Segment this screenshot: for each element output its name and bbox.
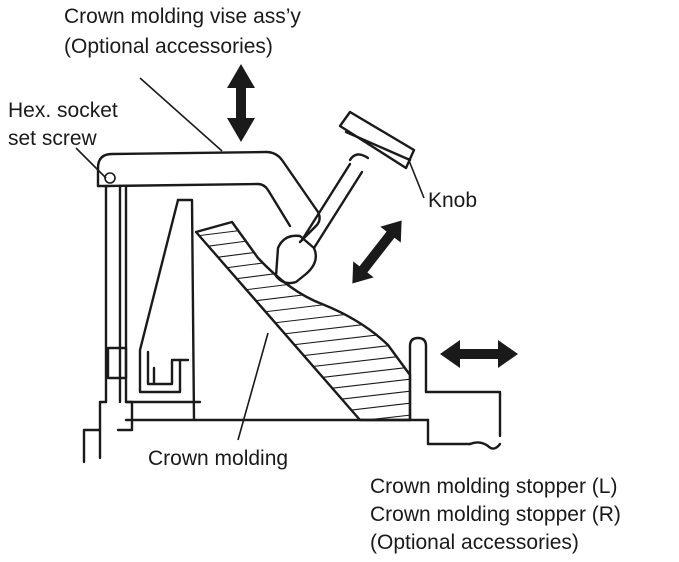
crown-molding-leader-line — [237, 332, 269, 441]
horizontal-double-arrow-icon — [440, 340, 518, 368]
vertical-double-arrow-icon — [227, 64, 255, 142]
stopper-label-line1: Crown molding stopper (L) — [370, 475, 618, 498]
stopper-label-line3: (Optional accessories) — [370, 531, 579, 554]
vise-leader-line — [139, 77, 223, 152]
vise-assembly-label-line2: (Optional accessories) — [64, 35, 273, 58]
saw-base — [124, 400, 430, 422]
hex-socket-label-line1: Hex. socket — [8, 99, 118, 122]
hex-screw-leader-line — [75, 147, 107, 179]
hex-socket-screw-icon — [104, 172, 116, 184]
guide-fence — [138, 198, 196, 422]
knob-leader-line — [407, 157, 425, 199]
vise-post — [82, 184, 134, 464]
crown-molding-profile — [194, 220, 412, 422]
hex-socket-label-line2: set screw — [8, 127, 97, 150]
diagonal-double-arrow-icon — [352, 220, 402, 284]
crown-molding-label: Crown molding — [148, 447, 289, 470]
crown-molding-stopper — [408, 336, 502, 450]
stopper-label-line2: Crown molding stopper (R) — [370, 503, 621, 526]
knob-label: Knob — [428, 189, 478, 212]
knob-assembly — [274, 110, 416, 285]
vise-assembly-label-line1: Crown molding vise ass’y — [64, 5, 301, 28]
crown-molding-vise-assembly — [96, 150, 321, 244]
